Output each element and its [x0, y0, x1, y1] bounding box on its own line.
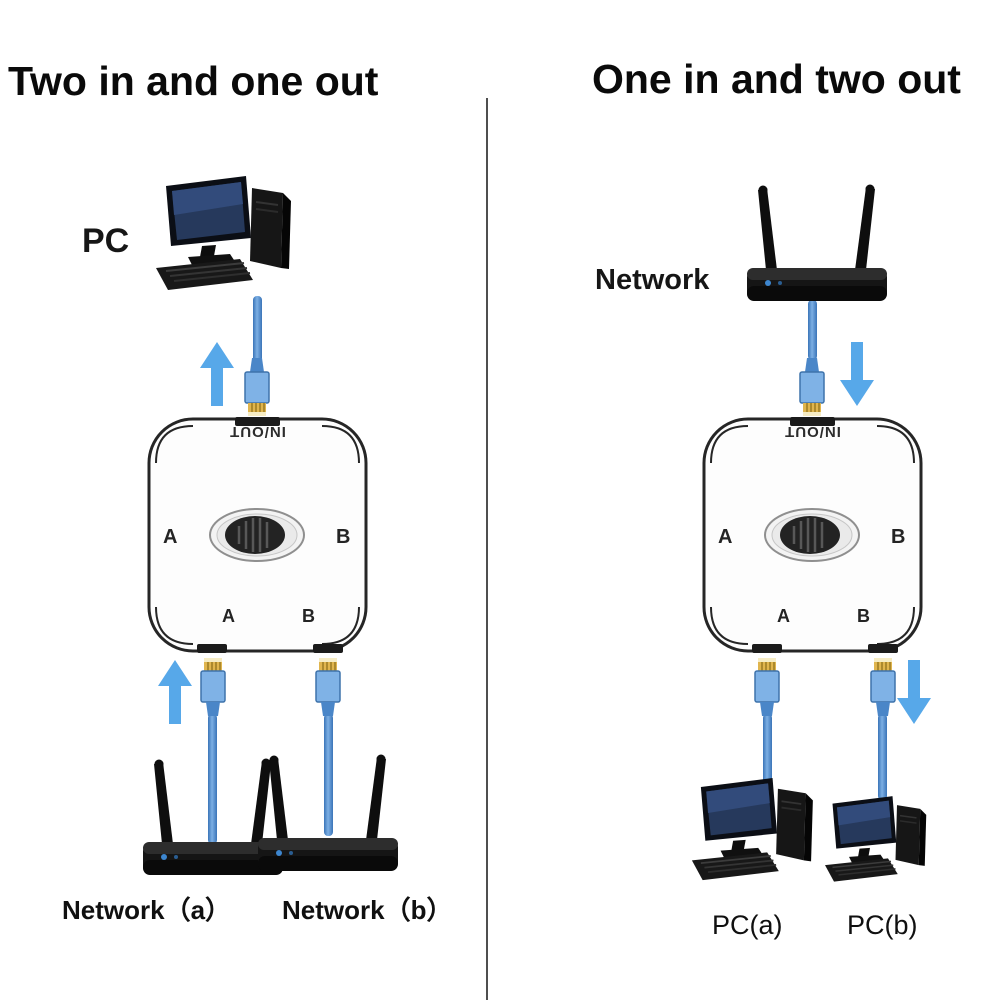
rj45-connector-b-up	[313, 658, 343, 716]
left-switch-inout-label: IN/OUT	[229, 423, 286, 440]
right-switch-port-a-label: A	[777, 606, 790, 626]
right-switch-inout-label: IN/OUT	[784, 423, 841, 440]
left-panel-title: Two in and one out	[8, 58, 379, 104]
up-arrow-icon-top	[200, 342, 234, 406]
right-cable-pc-b	[878, 714, 887, 800]
right-cable-pc-a	[763, 714, 772, 792]
rj45-connector-pca-up	[752, 658, 782, 716]
network-a-label: Network（a）	[62, 895, 232, 925]
pc-label: PC	[82, 222, 130, 260]
right-panel-title: One in and two out	[592, 56, 961, 102]
left-switch-port-a-label: A	[222, 606, 235, 626]
network-b-label: Network（b）	[282, 895, 453, 925]
pc-b-label: PC(b)	[847, 910, 918, 940]
right-cable-network	[808, 300, 817, 360]
network-label: Network	[595, 264, 710, 296]
right-switch-side-a-label: A	[718, 526, 733, 548]
left-cable-network-b	[324, 714, 333, 836]
pc-b-illustration	[822, 796, 942, 890]
left-switch-side-a-label: A	[163, 526, 178, 548]
panel-divider	[486, 98, 488, 1000]
router-top-illustration	[742, 178, 892, 313]
rj45-connector-pc-down	[242, 358, 272, 416]
right-switch-side-b-label: B	[891, 526, 906, 548]
up-arrow-icon-bottom	[158, 660, 192, 724]
desktop-pc-illustration	[152, 176, 312, 301]
router-b-illustration	[253, 748, 403, 883]
down-arrow-icon-top	[840, 342, 874, 406]
down-arrow-icon-bottom	[897, 660, 931, 724]
rj45-connector-pcb-up	[868, 658, 898, 716]
pc-a-illustration	[688, 778, 832, 890]
left-switch-port-b-label: B	[302, 606, 315, 626]
pc-a-label: PC(a)	[712, 910, 783, 940]
rj45-connector-a-up	[198, 658, 228, 716]
left-cable-network-a	[208, 714, 217, 844]
rj45-connector-network-down	[797, 358, 827, 416]
right-switch-port-b-label: B	[857, 606, 870, 626]
left-cable-pc	[253, 296, 262, 362]
left-switch-side-b-label: B	[336, 526, 351, 548]
